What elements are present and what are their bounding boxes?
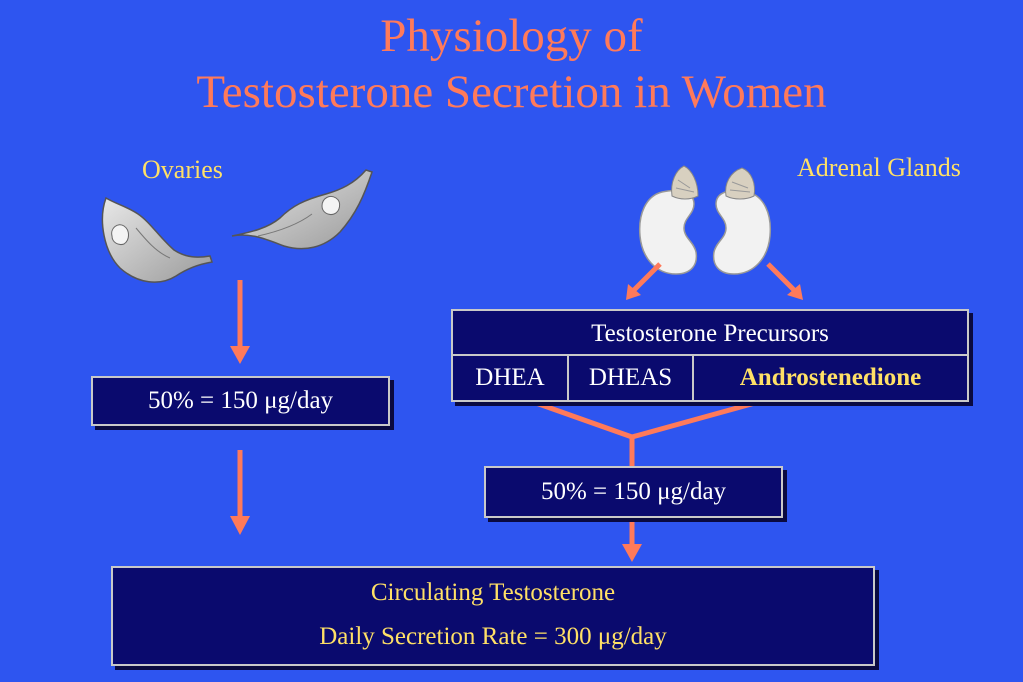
circulating-testosterone-box: Circulating Testosterone Daily Secretion… xyxy=(111,566,875,666)
precursor-dhea: DHEA xyxy=(453,356,569,400)
adrenal-arrow-right xyxy=(766,262,796,292)
title-line-1: Physiology of xyxy=(380,10,643,62)
precursors-table: Testosterone Precursors DHEA DHEAS Andro… xyxy=(451,309,969,402)
adrenal-contribution-box: 50% = 150 μg/day xyxy=(484,466,783,518)
title-line-2: Testosterone Secretion in Women xyxy=(196,66,827,118)
adrenal-glands-label: Adrenal Glands xyxy=(797,153,961,182)
ovary-arrow-2-head xyxy=(230,516,250,535)
result-line-1: Circulating Testosterone xyxy=(370,579,616,606)
adrenal-arrow-left-head xyxy=(626,284,641,300)
ovaries-label: Ovaries xyxy=(142,155,223,184)
adrenal-arrow-left xyxy=(632,262,662,292)
right-ovary-icon xyxy=(231,169,373,250)
precursors-header: Testosterone Precursors xyxy=(453,311,967,356)
precursor-dheas: DHEAS xyxy=(569,356,694,400)
adrenal-arrow-right-head xyxy=(787,284,803,300)
adrenal-contribution-text: 50% = 150 μg/day xyxy=(540,478,727,505)
ovary-contribution-box: 50% = 150 μg/day xyxy=(91,376,390,426)
left-adrenal-kidney-icon xyxy=(638,165,699,275)
ovary-contribution-text: 50% = 150 μg/day xyxy=(147,387,334,414)
precursor-merge-lines xyxy=(535,400,756,440)
ovary-arrow-1-head xyxy=(230,346,250,364)
right-adrenal-kidney-icon xyxy=(712,167,772,275)
result-line-2: Daily Secretion Rate = 300 μg/day xyxy=(319,623,667,650)
adrenal-result-arrow-head xyxy=(622,544,642,562)
flow-arrows xyxy=(230,262,803,562)
slide-title: Physiology of Testosterone Secretion in … xyxy=(0,8,1023,120)
precursor-androstenedione: Androstenedione xyxy=(739,364,922,391)
left-ovary-icon xyxy=(101,196,213,283)
precursors-row: DHEA DHEAS Androstenedione xyxy=(453,356,967,400)
